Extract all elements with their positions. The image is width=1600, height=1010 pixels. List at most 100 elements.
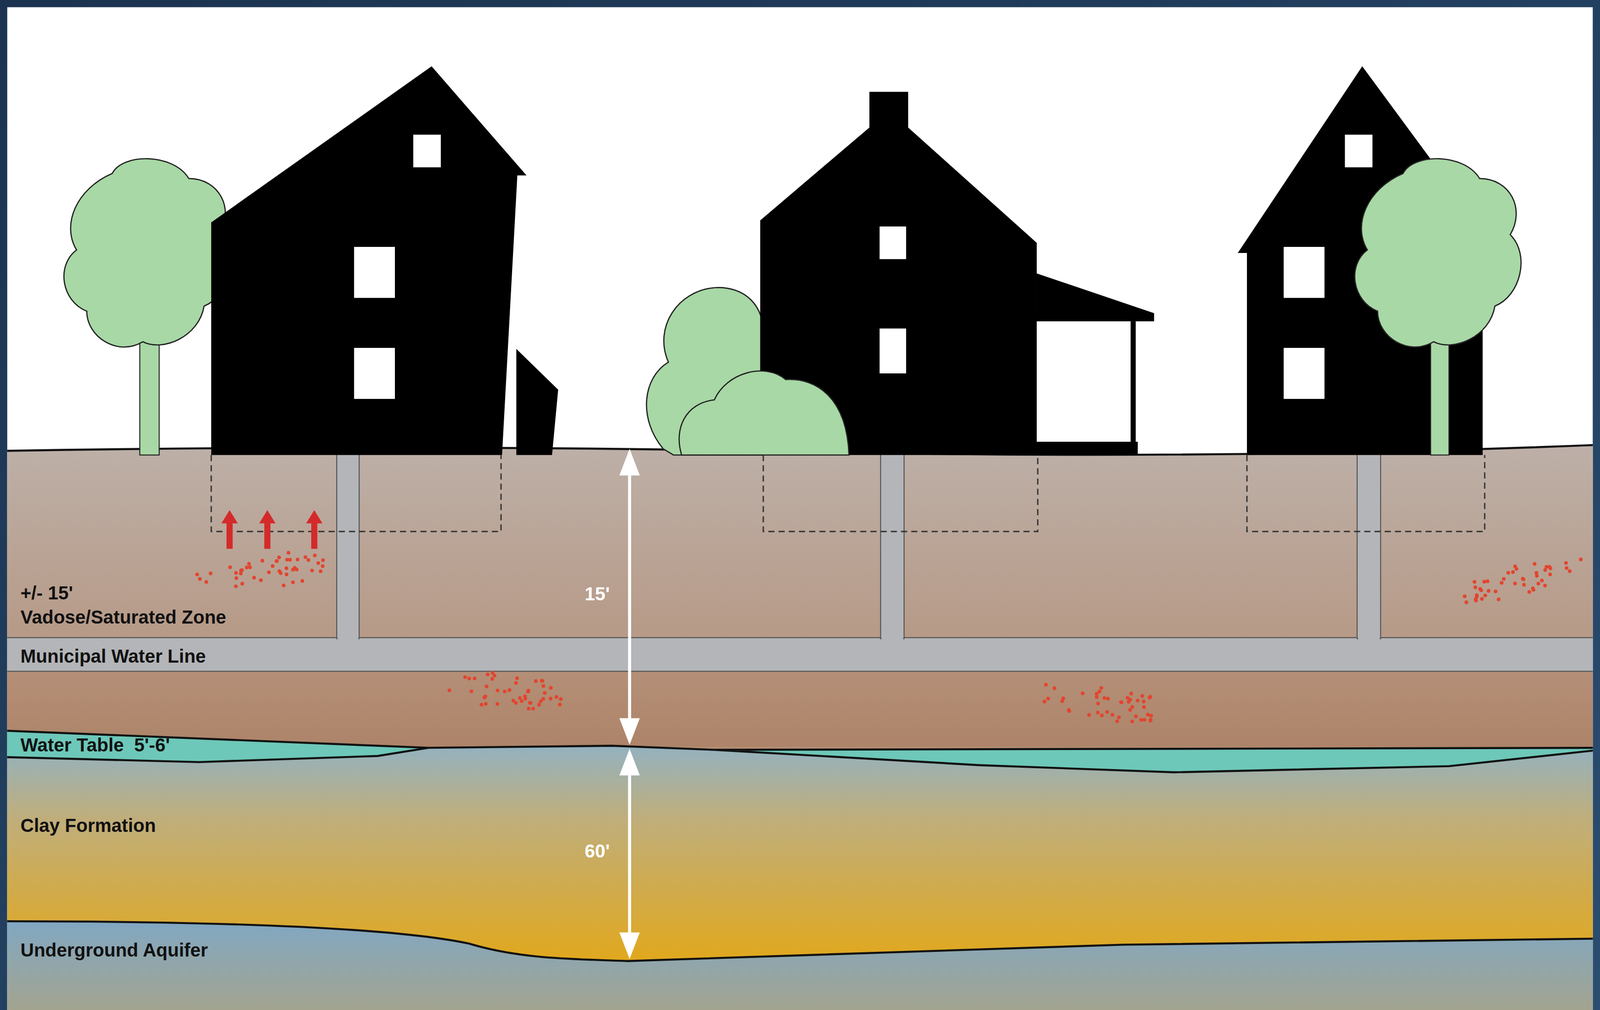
contaminant-dot [467,676,472,681]
contaminant-dot [1579,557,1583,562]
contaminant-dot [295,557,300,562]
contaminant-dot [277,555,281,560]
contaminant-dot [1500,580,1504,585]
contaminant-dot [1501,577,1506,581]
contaminant-dot [1485,579,1490,584]
contaminant-dot [537,703,541,707]
contaminant-dot [1540,578,1544,583]
contaminant-dot [246,561,251,566]
contaminant-dot [1543,583,1547,588]
contaminant-dot [1564,566,1569,571]
contaminant-dot [233,584,238,589]
contaminant-dot [1534,571,1539,575]
contaminant-dot [291,580,295,585]
dimension-label: 60' [584,840,610,862]
contaminant-dot [1106,696,1110,701]
contaminant-dot [208,571,213,576]
contaminant-dot [293,566,297,570]
contaminant-dot [1148,719,1153,723]
contaminant-dot [1473,585,1478,590]
contaminant-dot [1536,581,1541,586]
contaminant-dot [495,688,500,693]
dimension-label: 15' [584,583,610,605]
contaminant-dot [234,576,239,580]
contaminant-dot [554,695,559,700]
contaminant-dot [277,569,282,574]
layer-label: Water Table 5'-6' [20,734,170,756]
contaminant-dot [1080,691,1085,696]
contaminant-dot [447,688,452,693]
contaminant-dot [1128,708,1133,713]
contaminant-dot [1531,586,1535,591]
contaminant-dot [1479,588,1484,593]
contaminant-dot [303,555,308,560]
contaminant-dot [195,572,200,577]
contaminant-dot [559,697,563,701]
contaminant-dot [1548,572,1553,577]
contaminant-dot [513,701,518,706]
contaminant-dot [533,679,538,684]
contaminant-dot [248,565,253,570]
contaminant-dot [266,570,271,575]
contaminant-dot [1482,580,1487,584]
contaminant-dot [1462,594,1467,599]
zone-label: Vadose/Saturated Zone [20,606,227,628]
contaminant-dot [1135,699,1140,703]
contaminant-dot [284,572,289,577]
contaminant-dot [1130,705,1135,709]
contaminant-dot [1130,719,1134,724]
contaminant-dot [482,695,487,700]
contaminant-dot [233,571,238,575]
contaminant-dot [539,699,543,704]
contaminant-dot [531,706,535,711]
contaminant-dot [306,558,311,562]
contaminant-dot [1513,581,1517,586]
contaminant-dot [463,675,467,680]
contaminant-dot [490,677,494,681]
layer-label: Clay Formation [20,815,156,836]
contaminant-dot [318,569,323,574]
contaminant-dot [523,696,527,701]
contaminant-dot [1564,561,1568,566]
contaminant-dot [259,578,263,583]
contaminant-dot [495,702,500,707]
contaminant-dot [1474,594,1479,599]
contaminant-dot [286,551,291,555]
contaminant-dot [1046,696,1051,701]
contaminant-dot [513,681,518,686]
contaminant-dot [1506,571,1511,575]
contaminant-dot [502,689,507,694]
contaminant-dot [1052,686,1057,691]
layer-label: Municipal Water Line [20,646,207,667]
contaminant-dot [245,565,249,570]
contaminant-dot [1567,569,1572,574]
contaminant-dot [310,568,314,573]
contaminant-dot [526,706,531,711]
contaminant-dot [1520,576,1525,581]
contaminant-dot [1483,593,1487,598]
contaminant-dot [313,553,317,558]
layer-label: Underground Aquifer [20,940,208,961]
contaminant-dot [479,703,484,707]
contaminant-dot [1094,692,1099,696]
contaminant-dot [1139,718,1144,722]
contaminant-dot [1496,597,1501,602]
contaminant-dot [1493,589,1498,594]
contaminant-dot [1464,600,1469,605]
contaminant-dot [484,702,488,707]
contaminant-dot [1117,715,1121,720]
contaminant-dot [472,676,477,681]
contaminant-dot [316,561,320,566]
contaminant-dot [490,671,495,675]
contaminant-dot [526,688,531,693]
contaminant-dot [469,689,474,694]
contaminant-dot [486,672,490,677]
contaminant-dot [1148,695,1153,700]
contaminant-dot [284,566,289,571]
contaminant-dot [1480,597,1484,601]
contaminant-dot [518,696,522,700]
contaminant-dot [1522,583,1527,587]
contaminant-dot [1110,713,1115,717]
contaminant-dot [1486,589,1491,594]
